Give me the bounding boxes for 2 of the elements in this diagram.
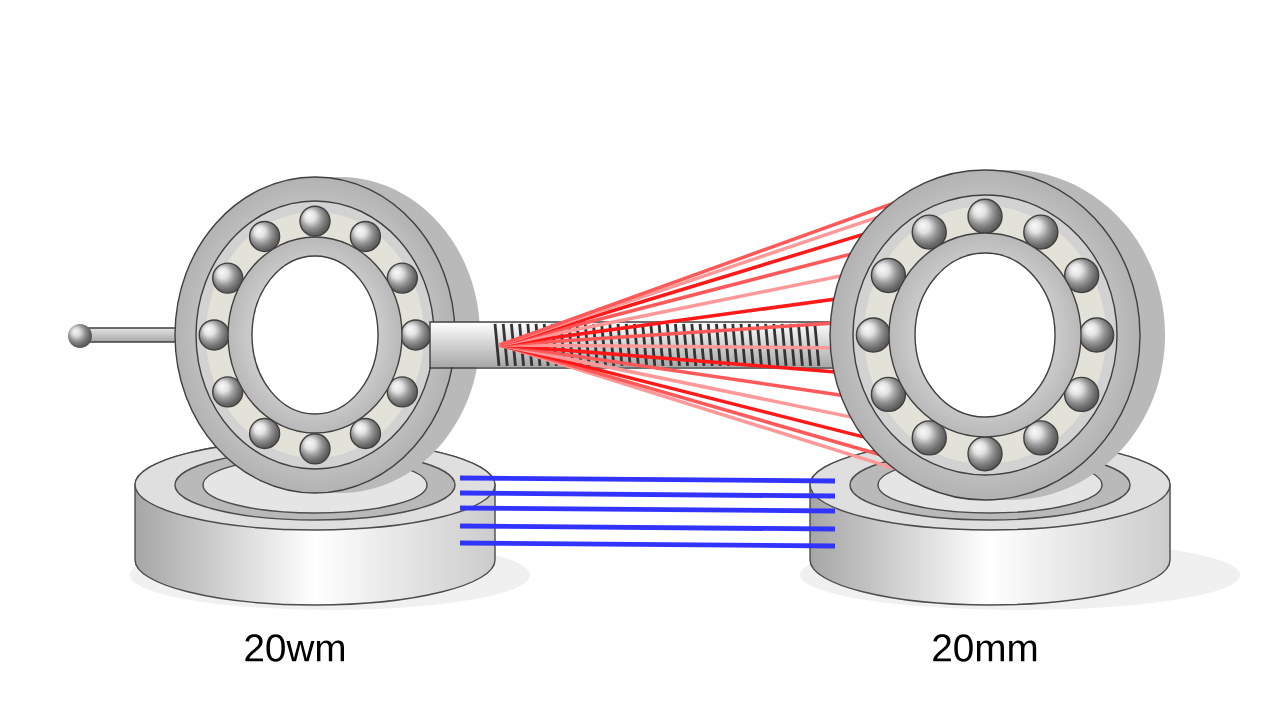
dimension-label: 20wm [245,634,344,662]
dimension-label: 20mm [933,634,1037,662]
